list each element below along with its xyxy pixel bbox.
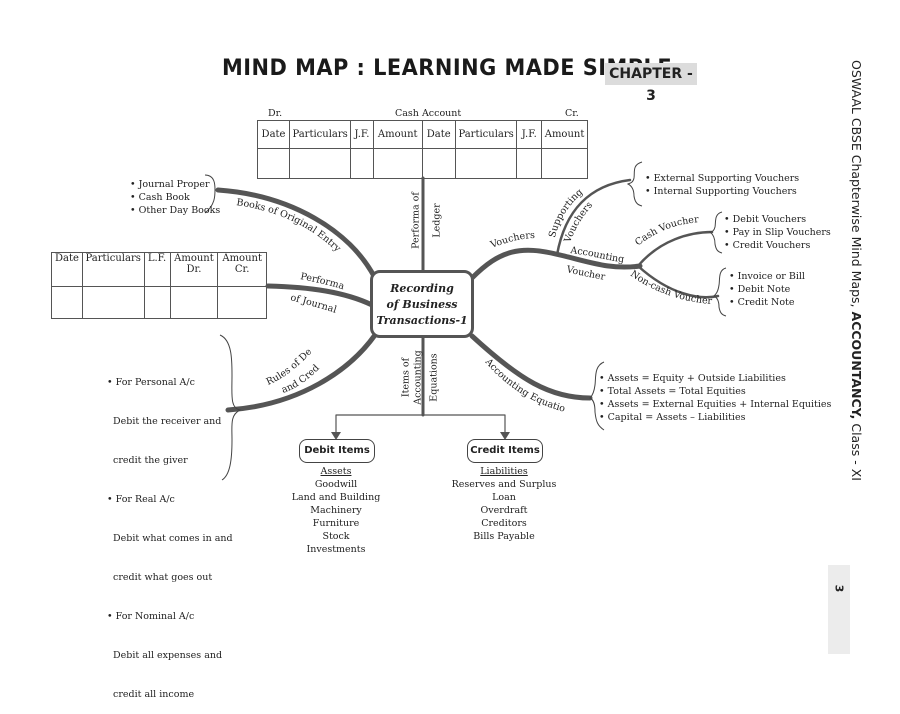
- col-particulars: Particulars: [81, 252, 145, 287]
- list-item: • Other Day Books: [130, 205, 221, 216]
- list-item: Debit what comes in and: [107, 533, 233, 544]
- list-item: • Assets = Equity + Outside Liabilities: [599, 373, 786, 384]
- branch-noncash-vouchers: [636, 264, 720, 299]
- brace-noncash: [713, 267, 727, 317]
- list-item: • External Supporting Vouchers: [645, 173, 800, 184]
- branch-performa-journal: [265, 283, 375, 308]
- list-item: • Total Assets = Total Equities: [599, 386, 746, 397]
- col-date: Date: [51, 252, 83, 287]
- list-item: • Internal Supporting Vouchers: [645, 186, 797, 197]
- list-item: • For Nominal A/c: [107, 611, 195, 622]
- list-item: • Invoice or Bill: [729, 271, 805, 282]
- brace-rules: [219, 334, 242, 481]
- credit-items-list: Liabilities Reserves and Surplus Loan Ov…: [444, 465, 564, 543]
- col-amount-dr: Amount Dr.: [169, 252, 219, 287]
- list-item: • Credit Note: [729, 297, 795, 308]
- arrow-debit-icon: [331, 432, 341, 440]
- list-item: Machinery: [310, 505, 362, 516]
- list-item: Debit the receiver and: [107, 416, 222, 427]
- col-amount-cr: Amount Cr.: [217, 252, 267, 287]
- debit-items-box: Debit Items: [299, 439, 375, 463]
- label-accounting: Accounting: [412, 350, 424, 405]
- list-item: Overdraft: [480, 505, 528, 516]
- cash-account-table: Date Particulars J.F. Amount Date Partic…: [256, 120, 588, 179]
- col-lf: L.F.: [143, 252, 171, 287]
- branch-accounting-equations: [469, 333, 593, 401]
- list-item: • Assets = External Equities + Internal …: [599, 399, 832, 410]
- list-item: • Debit Note: [729, 284, 791, 295]
- label-items-of: Items of: [400, 357, 412, 398]
- list-item: Reserves and Surplus: [451, 479, 557, 490]
- list-item: credit the giver: [107, 455, 188, 466]
- col-amount-dr: Amount: [372, 120, 423, 149]
- col-particulars-dr: Particulars: [289, 120, 352, 149]
- journal-table: Date Particulars L.F. Amount Dr. Amount …: [51, 252, 267, 319]
- col-jf-cr: J.F.: [516, 120, 543, 149]
- cash-account-dr: Dr.: [268, 108, 283, 119]
- brace-books: [204, 174, 216, 214]
- page-title: MIND MAP : LEARNING MADE SIMPLE: [222, 56, 673, 81]
- list-item: Land and Building: [291, 492, 381, 503]
- debit-items-head: Assets: [320, 466, 352, 477]
- branch-vouchers: [469, 247, 643, 281]
- label-equations: Equations: [428, 353, 440, 402]
- col-particulars-cr: Particulars: [454, 120, 518, 149]
- list-item: Loan: [492, 492, 516, 503]
- cash-account-title: Cash Account: [395, 108, 462, 119]
- chapter-badge: CHAPTER - 3: [605, 63, 697, 104]
- connector-items: [335, 414, 506, 437]
- list-item: • Cash Book: [130, 192, 190, 203]
- debit-items-list: Assets Goodwill Land and Building Machin…: [276, 465, 396, 556]
- central-line-2: of Business: [386, 298, 458, 311]
- equations-list: • Assets = Equity + Outside Liabilities …: [599, 372, 831, 424]
- central-line-1: Recording: [390, 282, 454, 295]
- branch-cash-vouchers: [636, 230, 714, 268]
- books-list: • Journal Proper • Cash Book • Other Day…: [130, 178, 220, 217]
- rules-list: • For Personal A/c Debit the receiver an…: [107, 350, 233, 714]
- brace-supporting: [626, 161, 643, 207]
- label-ledger: Ledger: [431, 203, 443, 238]
- list-item: • Journal Proper: [130, 179, 210, 190]
- list-item: Debit all expenses and: [107, 650, 223, 661]
- page-tab: [828, 565, 850, 654]
- supporting-list: • External Supporting Vouchers • Interna…: [645, 172, 799, 198]
- list-item: • For Personal A/c: [107, 377, 195, 388]
- list-item: Furniture: [312, 518, 360, 529]
- central-line-3: Transactions-1: [376, 314, 468, 327]
- branch-supporting-vouchers: [555, 178, 632, 257]
- list-item: Creditors: [481, 518, 527, 529]
- col-amount-cr: Amount: [541, 120, 588, 149]
- branch-books-of-original-entry: [215, 187, 378, 281]
- cash-account-cr: Cr.: [565, 108, 579, 119]
- arrow-credit-icon: [500, 432, 510, 440]
- list-item: Stock: [322, 531, 350, 542]
- list-item: credit all income: [107, 689, 195, 700]
- central-node: Recording of Business Transactions-1: [370, 270, 474, 338]
- list-item: • Credit Vouchers: [724, 240, 811, 251]
- list-item: credit what goes out: [107, 572, 213, 583]
- mind-map-connectors: Books of Original Entry Performa of Jour…: [0, 0, 727, 481]
- list-item: • For Real A/c: [107, 494, 175, 505]
- noncash-vouchers-list: • Invoice or Bill • Debit Note • Credit …: [729, 270, 805, 309]
- cash-vouchers-list: • Debit Vouchers • Pay in Slip Vouchers …: [724, 213, 831, 252]
- label-accounting-equations: Accounting Equations: [0, 0, 567, 415]
- branch-rules: [225, 332, 378, 413]
- list-item: Bills Payable: [473, 531, 535, 542]
- col-date-cr: Date: [421, 120, 456, 149]
- col-jf-dr: J.F.: [350, 120, 374, 149]
- label-performa-journal-2: of Journal: [289, 292, 338, 315]
- brace-equations: [589, 361, 605, 431]
- list-item: Goodwill: [314, 479, 358, 490]
- brace-cash: [708, 211, 723, 254]
- col-date-dr: Date: [256, 120, 291, 149]
- list-item: • Capital = Assets – Liabilities: [599, 412, 746, 423]
- credit-items-box: Credit Items: [467, 439, 543, 463]
- list-item: • Debit Vouchers: [724, 214, 807, 225]
- list-item: • Pay in Slip Vouchers: [724, 227, 831, 238]
- list-item: Investments: [306, 544, 366, 555]
- label-performa-of: Performa of: [410, 192, 422, 249]
- credit-items-head: Liabilities: [480, 466, 528, 477]
